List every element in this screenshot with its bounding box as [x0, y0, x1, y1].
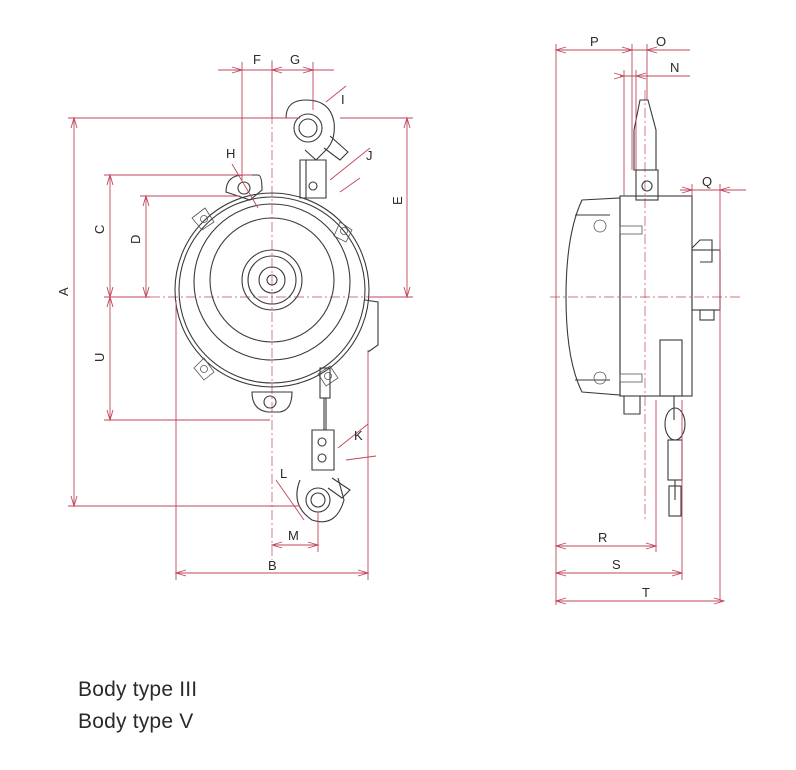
front-dimension-lines: [68, 62, 413, 580]
dim-label-a: A: [56, 287, 71, 296]
side-top-hook: [633, 99, 659, 201]
side-housing: [565, 195, 721, 415]
dim-label-h: H: [226, 146, 235, 161]
dim-label-r: R: [598, 530, 607, 545]
dim-label-g: G: [290, 52, 300, 67]
front-top-hook: [285, 99, 349, 199]
dim-label-p: P: [590, 34, 599, 49]
dim-label-u: U: [92, 353, 107, 362]
caption-body-type-v: Body type V: [78, 710, 194, 733]
side-bottom-hook: [659, 339, 686, 517]
dim-label-k: K: [354, 428, 363, 443]
dim-label-e: E: [390, 196, 405, 205]
side-view: [550, 44, 746, 605]
dim-label-n: N: [670, 60, 679, 75]
caption-body-type-iii: Body type III: [78, 678, 198, 701]
dim-label-l: L: [280, 466, 287, 481]
dim-label-b: B: [268, 558, 277, 573]
front-housing: [174, 174, 379, 413]
dim-label-c: C: [92, 225, 107, 234]
front-bottom-hook: [296, 367, 351, 523]
front-view: [68, 60, 413, 580]
dim-label-d: D: [128, 235, 143, 244]
dim-label-j: J: [366, 148, 373, 163]
dim-label-o: O: [656, 34, 666, 49]
dim-label-q: Q: [702, 174, 712, 189]
dim-label-i: I: [341, 92, 345, 107]
dim-label-s: S: [612, 557, 621, 572]
dimension-letters: A B C D E F G H I J K L M N O P Q R S T …: [56, 34, 712, 600]
dim-label-f: F: [253, 52, 261, 67]
dim-label-t: T: [642, 585, 650, 600]
side-dimension-lines: [554, 44, 746, 605]
dim-label-m: M: [288, 528, 299, 543]
